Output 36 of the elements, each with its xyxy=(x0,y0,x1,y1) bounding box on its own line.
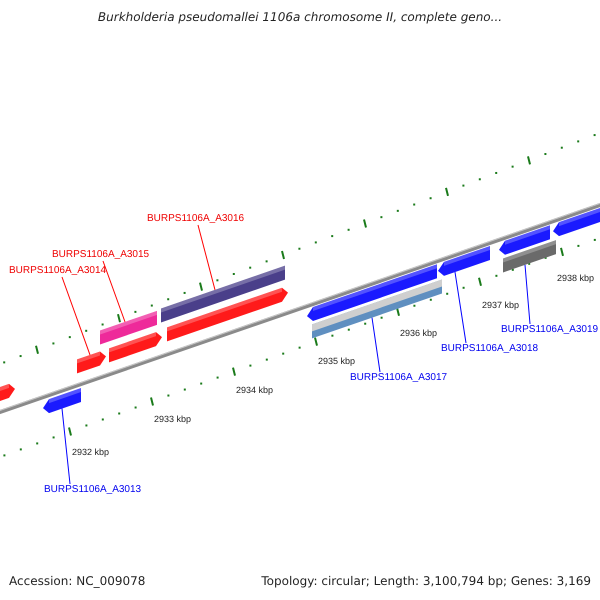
leader-line xyxy=(62,276,90,356)
leader-line xyxy=(62,408,70,484)
gene-label: BURPS1106A_A3013 xyxy=(44,484,142,496)
scale-label: 2934 kbp xyxy=(236,384,274,396)
gene-feature xyxy=(0,384,15,403)
gene-feature xyxy=(43,388,81,414)
gene-label: BURPS1106A_A3016 xyxy=(147,213,244,225)
scale-label: 2937 kbp xyxy=(482,299,520,311)
scale-label: 2936 kbp xyxy=(400,327,438,339)
accession-text: Accession: NC_009078 xyxy=(9,575,146,587)
leader-line xyxy=(524,264,530,324)
gene-label: BURPS1106A_A3019 xyxy=(501,324,598,336)
leader-line xyxy=(102,260,126,322)
gene-feature xyxy=(312,280,442,338)
gene-label: BURPS1106A_A3017 xyxy=(350,372,448,384)
gene-feature xyxy=(167,288,288,342)
title: Burkholderia pseudomallei 1106a chromosome II, complete geno... xyxy=(96,11,504,23)
scale-label: 2933 kbp xyxy=(154,413,192,425)
gene-feature xyxy=(109,332,162,362)
scale-label: 2932 kbp xyxy=(72,446,110,458)
gene-feature xyxy=(100,310,157,344)
gene-label: BURPS1106A_A3015 xyxy=(52,249,150,261)
gene-label: BURPS1106A_A3014 xyxy=(9,265,106,277)
leader-line xyxy=(198,224,216,290)
gene-feature xyxy=(438,246,490,276)
gene-feature xyxy=(499,225,550,255)
gene-feature xyxy=(307,264,437,322)
gene-label: BURPS1106A_A3018 xyxy=(441,343,538,355)
gene-feature xyxy=(503,240,556,272)
gene-feature xyxy=(77,352,106,374)
genome-summary-text: Topology: circular; Length: 3,100,794 bp; Genes: 3,169 xyxy=(261,575,591,587)
scale-label: 2938 kbp xyxy=(557,272,594,284)
gene-feature xyxy=(161,266,285,322)
scale-label: 2935 kbp xyxy=(318,355,356,367)
leader-line xyxy=(454,272,466,344)
leader-line xyxy=(372,317,380,372)
